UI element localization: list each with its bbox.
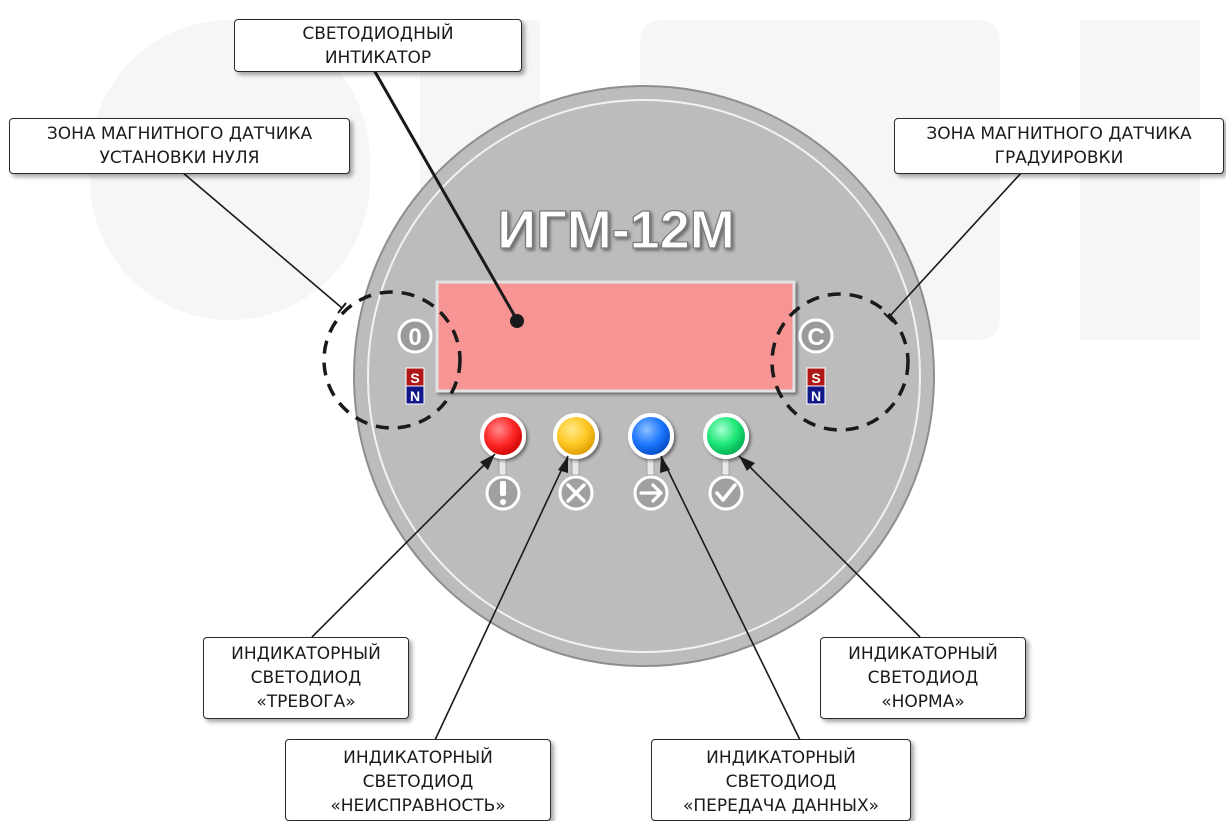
led-data [628, 413, 674, 476]
leader-display-dot [510, 314, 524, 328]
arrow-right-icon [633, 475, 669, 511]
svg-text:C: C [807, 324, 824, 351]
leader-zero-zone [181, 171, 343, 309]
zero-sensor-zone [322, 290, 462, 430]
label-led-alarm: ИНДИКАТОРНЫЙ СВЕТОДИОД «ТРЕВОГА» [203, 637, 409, 719]
device-body-rim [367, 99, 921, 653]
leader-data [660, 455, 801, 741]
leader-arrowheads [480, 454, 755, 473]
led-alarm [480, 413, 526, 476]
calibration-icon: C [798, 318, 834, 354]
led-display [435, 280, 796, 393]
leader-lines [181, 69, 1023, 741]
magnet-icon-right: S N [806, 367, 826, 405]
leader-zero-zone-tick [337, 302, 347, 314]
label-zero-zone: ЗОНА МАГНИТНОГО ДАТЧИКА УСТАНОВКИ НУЛЯ [9, 118, 350, 174]
leader-calib-zone [887, 171, 1023, 319]
leader-calib-zone-tick [883, 312, 894, 323]
cross-icon [558, 475, 594, 511]
checkmark-icon [708, 475, 744, 511]
zero-icon: 0 [397, 318, 433, 354]
label-display: СВЕТОДИОДНЫЙ ИНТИКАТОР [234, 19, 522, 72]
label-led-fault: ИНДИКАТОРНЫЙ СВЕТОДИОД «НЕИСПРАВНОСТЬ» [285, 739, 551, 821]
magnet-icon-left: S N [405, 367, 425, 405]
svg-text:0: 0 [408, 324, 421, 351]
led-norm [703, 413, 749, 476]
leader-alarm [311, 453, 496, 638]
label-led-norm: ИНДИКАТОРНЫЙ СВЕТОДИОД «НОРМА» [820, 637, 1026, 719]
label-calibration-zone: ЗОНА МАГНИТНОГО ДАТЧИКА ГРАДУИРОВКИ [894, 118, 1224, 174]
label-led-data: ИНДИКАТОРНЫЙ СВЕТОДИОД «ПЕРЕДАЧА ДАННЫХ» [651, 739, 911, 821]
svg-text:S: S [811, 370, 820, 386]
leader-display [372, 69, 519, 321]
calibration-sensor-zone [770, 292, 910, 432]
svg-text:S: S [410, 370, 419, 386]
leader-fault [434, 455, 569, 741]
leader-norm [738, 455, 921, 638]
model-title: ИГМ-12М [497, 200, 734, 260]
exclamation-icon [485, 475, 521, 511]
led-fault [553, 413, 599, 476]
svg-text:N: N [410, 388, 420, 404]
svg-text:N: N [811, 388, 821, 404]
